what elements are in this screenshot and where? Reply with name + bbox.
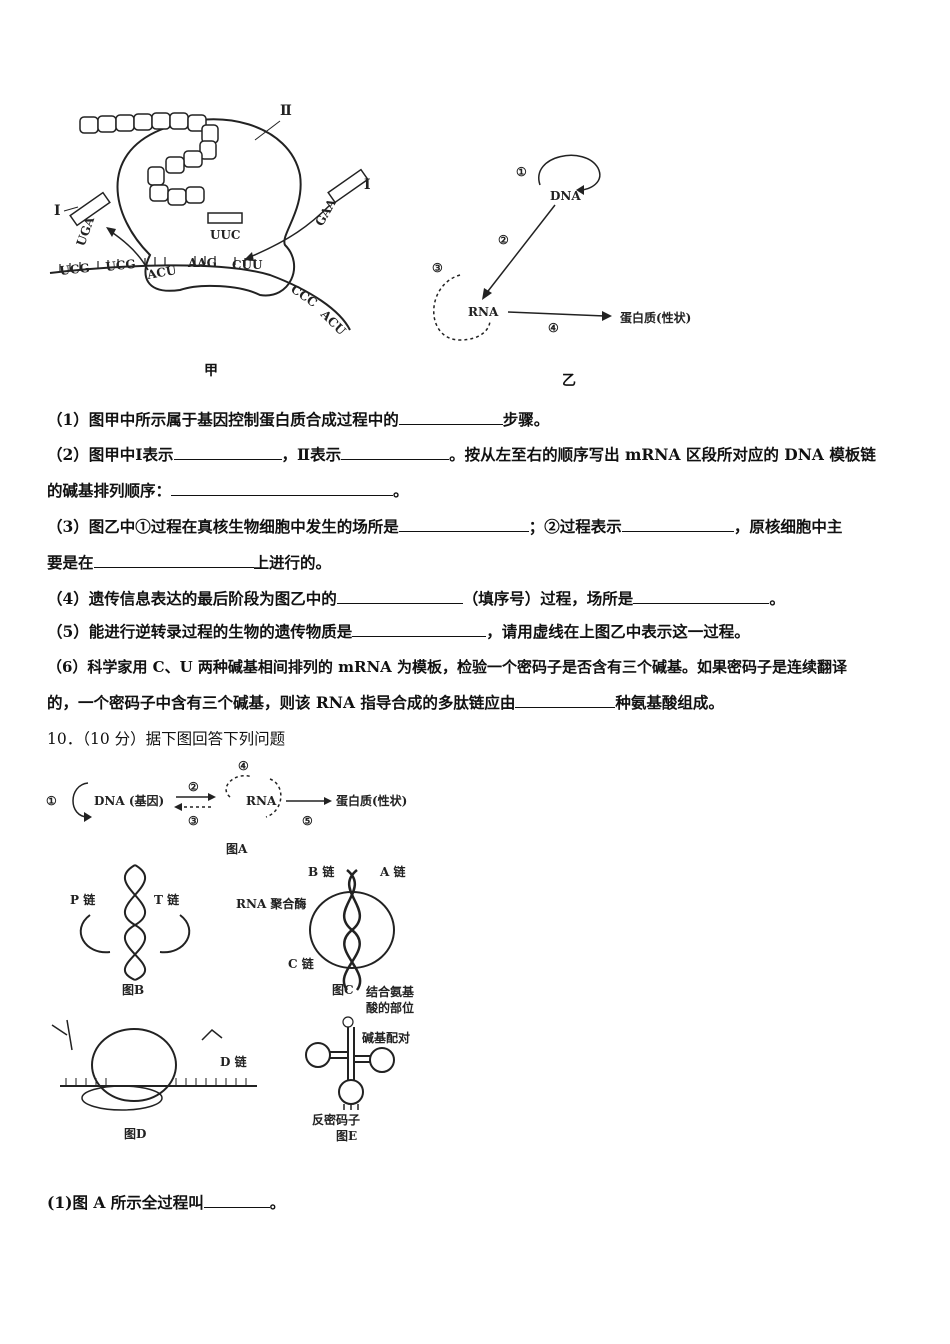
- figure-d: D 链 图D: [51, 1019, 257, 1141]
- question-3: （3）图乙中①过程在真核生物细胞中发生的场所是；②过程表示，原核细胞中主: [47, 516, 843, 536]
- trna-center-anticodon: UUC: [210, 228, 240, 242]
- a-step1: ①: [46, 794, 57, 808]
- e-aa-site2: 酸的部位: [366, 1000, 414, 1015]
- c-rna-polymerase: RNA 聚合酶: [236, 896, 306, 911]
- figure-jia: UCG UCG ACU AAG CUU CCC ACU UUC UGA Ⅰ GA…: [49, 103, 371, 339]
- yi-step2: ②: [498, 233, 509, 247]
- b-t-chain: T 链: [154, 892, 180, 907]
- answer-blank[interactable]: [203, 1192, 270, 1208]
- mrna-bases: [59, 256, 256, 272]
- ribosome-outline: [116, 118, 302, 297]
- a-protein: 蛋白质(性状): [336, 793, 407, 808]
- codon-6: CCC: [288, 282, 320, 310]
- answer-blank[interactable]: [341, 444, 450, 460]
- answer-blank[interactable]: [633, 588, 770, 604]
- a-step2: ②: [188, 780, 199, 794]
- codon-2: UCG: [105, 257, 137, 274]
- codon-3: ACU: [145, 263, 178, 282]
- figure-c: B 链 A 链 RNA 聚合酶 C 链 图C: [236, 864, 406, 997]
- question-6-cont: 的，一个密码子中含有三个碱基，则该 RNA 指导合成的多肽链应由种氨基酸组成。: [47, 692, 724, 712]
- rna-replication-loop: [433, 274, 491, 341]
- question-2-cont: 的碱基排列顺序：。: [47, 480, 409, 500]
- answer-blank[interactable]: [398, 409, 503, 425]
- answer-blank[interactable]: [398, 516, 529, 532]
- a-dna: DNA (基因): [94, 793, 164, 808]
- figure-a: ① DNA (基因) ② ③ ④ RNA ⑤ 蛋白质(性状) 图A: [46, 759, 407, 856]
- yi-dna: DNA: [550, 189, 581, 203]
- answer-blank[interactable]: [352, 621, 487, 637]
- trna-center: [207, 212, 243, 224]
- caption-jia: 甲: [204, 363, 218, 379]
- c-b-chain: B 链: [308, 864, 335, 879]
- a-step4: ④: [238, 759, 249, 773]
- polypeptide-chain: [79, 112, 219, 206]
- e-anticodon: 反密码子: [312, 1112, 360, 1127]
- caption-e: 图E: [336, 1129, 357, 1143]
- a-step3: ③: [188, 814, 199, 828]
- question-1: （1）图甲中所示属于基因控制蛋白质合成过程中的步骤。: [47, 409, 550, 429]
- a-step5: ⑤: [302, 814, 313, 828]
- arrow-left: [109, 230, 149, 271]
- caption-c: 图C: [332, 983, 354, 997]
- answer-blank[interactable]: [621, 516, 734, 532]
- codon-5: CUU: [232, 258, 263, 272]
- yi-rna: RNA: [468, 305, 499, 319]
- yi-protein: 蛋白质(性状): [620, 310, 691, 325]
- yi-step1: ①: [516, 165, 527, 179]
- question-3-cont: 要是在上进行的。: [47, 552, 332, 572]
- caption-a: 图A: [226, 842, 248, 856]
- d-d-chain: D 链: [220, 1054, 248, 1069]
- question-10-title: 10．（10 分）据下图回答下列问题: [47, 730, 286, 748]
- trna-left: [69, 191, 111, 227]
- codon-7: ACU: [317, 307, 349, 339]
- answer-blank[interactable]: [336, 588, 463, 604]
- question-6: （6）科学家用 C、U 两种碱基相间排列的 mRNA 为模板，检验一个密码子是否…: [47, 658, 848, 676]
- answer-blank[interactable]: [93, 552, 254, 568]
- figure-yi: ① DNA ② ③ RNA ④ 蛋白质(性状): [432, 154, 691, 341]
- b-p-chain: P 链: [70, 892, 96, 907]
- e-aa-site: 结合氨基: [366, 984, 415, 999]
- c-a-chain: A 链: [379, 864, 406, 879]
- caption-d: 图D: [124, 1127, 146, 1141]
- codon-1: UCG: [59, 261, 91, 278]
- yi-step4: ④: [548, 321, 559, 335]
- question-4: （4）遗传信息表达的最后阶段为图乙中的（填序号）过程，场所是。: [47, 588, 785, 608]
- answer-blank[interactable]: [171, 480, 394, 496]
- figure-b: P 链 T 链 图B: [70, 864, 191, 997]
- caption-b: 图B: [122, 983, 144, 997]
- trna-right: [327, 168, 369, 204]
- yi-step3: ③: [432, 261, 443, 275]
- answer-blank[interactable]: [515, 692, 616, 708]
- mrna-strand: [49, 264, 351, 331]
- question-2: （2）图甲中Ⅰ表示，Ⅱ表示。按从左至右的顺序写出 mRNA 区段所对应的 DNA…: [47, 444, 876, 464]
- arrow-right: [249, 204, 331, 258]
- caption-yi: 乙: [562, 373, 576, 389]
- figure-e: 结合氨基 酸的部位 碱基配对 反密码子 图E: [305, 984, 415, 1143]
- label-I-right: Ⅰ: [364, 177, 371, 193]
- c-c-chain: C 链: [288, 956, 315, 971]
- label-II: Ⅱ: [280, 103, 292, 119]
- label-I-left: Ⅰ: [54, 203, 61, 219]
- e-base-pair: 碱基配对: [362, 1030, 410, 1045]
- question-5: （5）能进行逆转录过程的生物的遗传物质是，请用虚线在上图乙中表示这一过程。: [47, 621, 750, 641]
- question-10-sub1: (1)图 A 所示全过程叫。: [47, 1192, 286, 1212]
- answer-blank[interactable]: [173, 444, 282, 460]
- a-rna: RNA: [246, 794, 277, 808]
- codon-4: AAG: [187, 256, 217, 270]
- dna-replication-loop: [538, 154, 601, 191]
